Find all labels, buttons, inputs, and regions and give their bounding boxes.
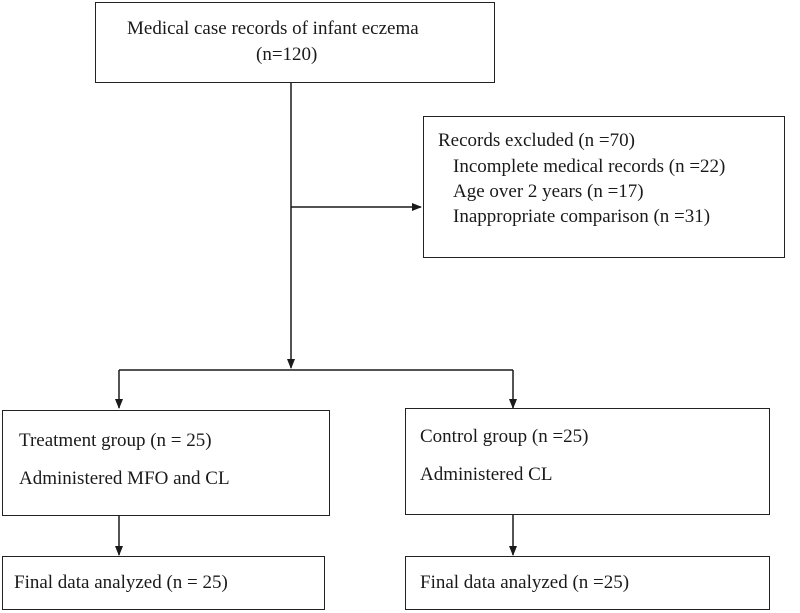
records-box: Medical case records of infant eczema (n… [95, 2, 495, 83]
excluded-item-2: Age over 2 years (n =17) [453, 181, 644, 202]
final-treatment-box: Final data analyzed (n = 25) [2, 556, 325, 610]
excluded-title: Records excluded (n =70) [438, 130, 635, 151]
treatment-line1: Treatment group (n = 25) [19, 430, 212, 451]
final-control-line: Final data analyzed (n =25) [420, 572, 630, 593]
control-box: Control group (n =25) Administered CL [405, 408, 770, 515]
final-control-box: Final data analyzed (n =25) [405, 556, 770, 610]
excluded-item-3: Inappropriate comparison (n =31) [453, 206, 711, 227]
excluded-box: Records excluded (n =70) Incomplete medi… [423, 116, 785, 258]
records-line1: Medical case records of infant eczema [127, 18, 419, 39]
treatment-line2: Administered MFO and CL [19, 468, 230, 489]
control-line1: Control group (n =25) [420, 426, 589, 447]
control-line2: Administered CL [420, 464, 553, 485]
treatment-box: Treatment group (n = 25) Administered MF… [2, 410, 330, 516]
records-line2: (n=120) [256, 44, 318, 65]
final-treatment-line: Final data analyzed (n = 25) [14, 572, 228, 593]
excluded-item-1: Incomplete medical records (n =22) [453, 156, 726, 177]
